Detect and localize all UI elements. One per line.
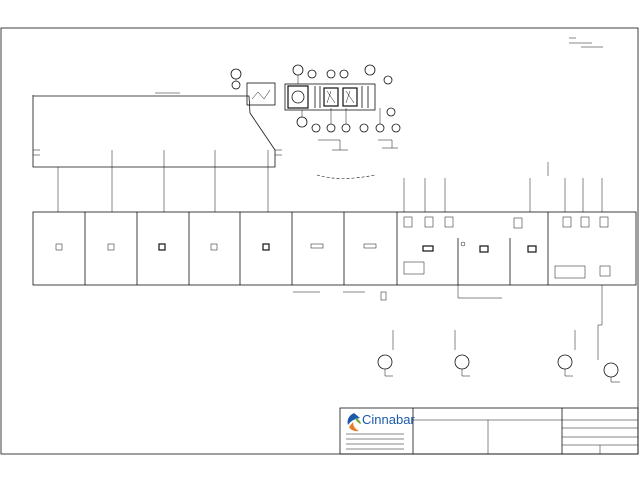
pump-set	[377, 285, 620, 383]
supply-duct-run	[32, 92, 282, 168]
heating-coil-icon	[342, 87, 358, 107]
company-logo: Cinnabar	[346, 412, 415, 450]
air-handling-unit	[246, 82, 376, 111]
sheet-border	[0, 27, 639, 455]
pump-3-icon	[557, 354, 573, 370]
control-network-bus	[316, 174, 376, 179]
cooling-coil-icon	[323, 87, 339, 107]
revision-note-block	[569, 37, 603, 48]
controller-panel-row	[32, 211, 637, 286]
controller-drop-lines	[57, 150, 603, 212]
pump-3	[557, 330, 576, 377]
title-block	[339, 407, 639, 455]
pump-4-icon	[603, 362, 619, 378]
company-logo-icon	[347, 413, 360, 425]
pump-2	[454, 330, 470, 377]
pump-1-icon	[377, 354, 393, 370]
company-logo-wordmark: Cinnabar	[362, 412, 415, 427]
supply-fan-icon	[291, 90, 305, 104]
panel-module-glyphs	[55, 216, 611, 279]
pump-1	[377, 330, 394, 377]
pump-4	[597, 285, 620, 383]
pump-2-icon	[454, 354, 470, 370]
panel-callout-lines	[293, 285, 502, 301]
ahu-field-instruments	[230, 64, 401, 151]
